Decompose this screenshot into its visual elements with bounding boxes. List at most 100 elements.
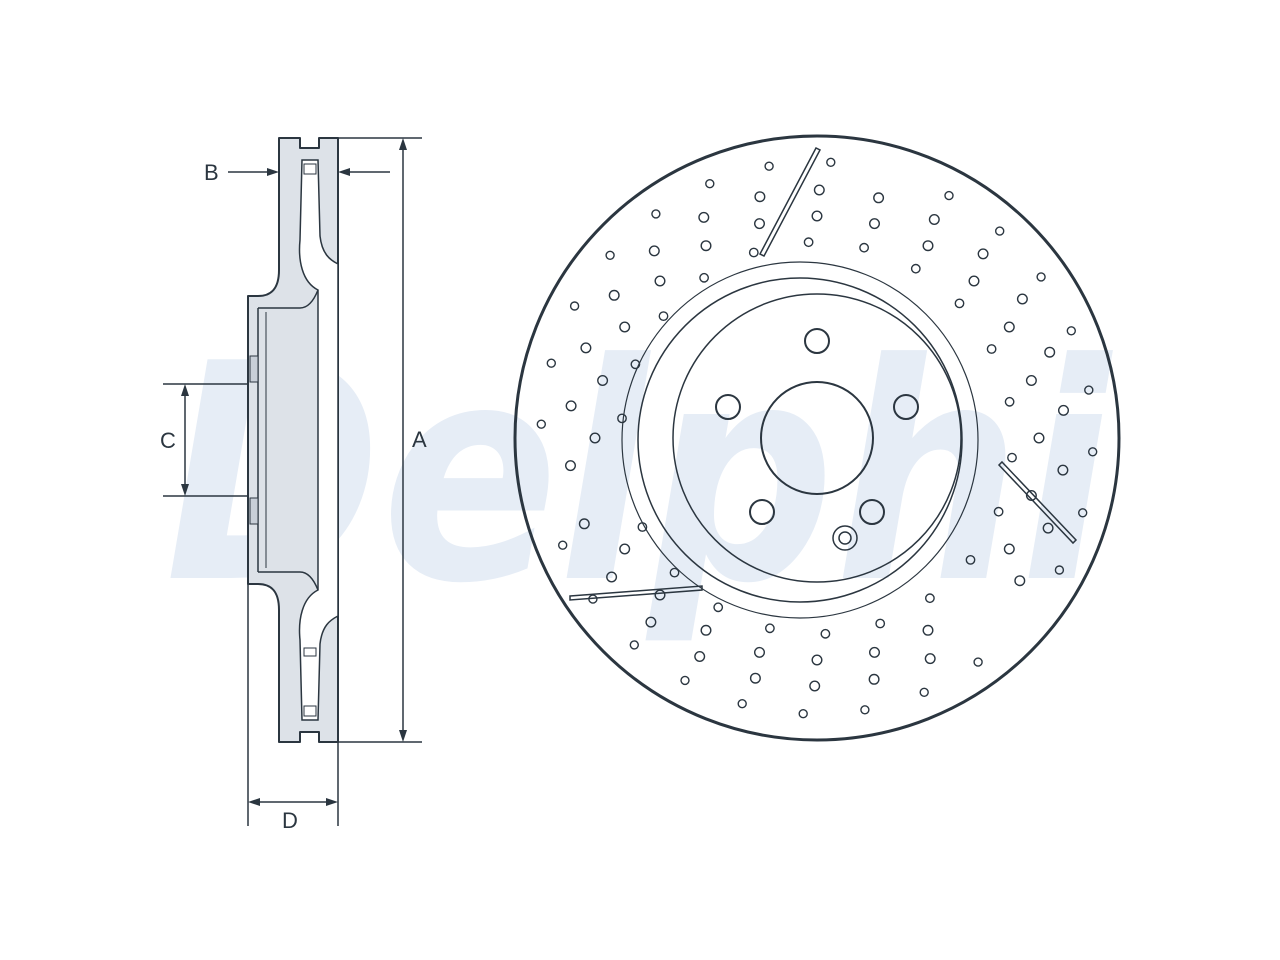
hat-inner-face xyxy=(258,289,319,591)
drilled-hole xyxy=(605,250,615,261)
dimension-lines xyxy=(163,137,422,826)
drilled-hole xyxy=(669,567,680,578)
drilled-hole xyxy=(826,157,836,168)
drilled-hole xyxy=(754,646,766,658)
drilled-hole xyxy=(928,213,940,225)
drilled-hole xyxy=(608,289,620,301)
center-bore xyxy=(760,381,874,495)
drilled-hole xyxy=(629,640,639,650)
drilled-hole xyxy=(1007,452,1017,463)
drilled-hole xyxy=(536,419,546,429)
dimension-label-c: C xyxy=(160,428,176,453)
friction-ring-inner-edge xyxy=(621,261,979,619)
drilled-hole xyxy=(1036,272,1046,282)
disc-outer-edge xyxy=(513,134,1121,742)
drilled-hole xyxy=(558,540,568,550)
drilled-hole xyxy=(700,240,712,252)
drilled-hole xyxy=(1044,346,1056,358)
drilled-hole xyxy=(589,432,601,444)
drilled-hole xyxy=(1025,375,1037,387)
drilled-hole xyxy=(754,218,766,230)
drilled-hole xyxy=(645,616,657,628)
drilled-hole xyxy=(699,272,709,283)
hat-face xyxy=(672,293,962,583)
drilled-hole xyxy=(1033,432,1045,444)
drilled-hole xyxy=(1042,522,1054,534)
hat-outer-edge xyxy=(637,277,963,603)
drilled-hole xyxy=(619,543,631,555)
drilled-hole xyxy=(1087,447,1098,457)
drilled-hole xyxy=(630,359,641,370)
drilled-hole xyxy=(977,248,989,260)
drilled-hole xyxy=(1004,396,1015,407)
drilled-hole xyxy=(910,263,921,274)
drilled-hole xyxy=(1025,490,1037,502)
drilled-hole xyxy=(924,653,936,665)
drilled-hole xyxy=(986,344,997,354)
drilled-hole xyxy=(619,321,631,333)
drilled-hole xyxy=(578,518,590,530)
drilled-hole xyxy=(811,210,823,222)
drilled-hole xyxy=(811,654,823,666)
drilled-hole xyxy=(798,709,808,719)
drilled-hole xyxy=(654,275,666,287)
drilled-hole xyxy=(749,672,761,684)
drilled-hole xyxy=(748,247,759,258)
disc-slots xyxy=(569,147,1078,601)
drilled-hole xyxy=(569,301,580,311)
drilled-hole xyxy=(1016,293,1028,305)
bolt-hole xyxy=(893,394,919,420)
drilled-hole xyxy=(965,555,976,565)
bolt-hole xyxy=(804,328,830,354)
drilled-hole xyxy=(860,705,870,715)
drilled-hole xyxy=(754,191,766,203)
drilled-hole xyxy=(968,275,980,287)
drilled-hole xyxy=(922,624,934,636)
disc-side-view xyxy=(247,137,339,743)
drilled-hole xyxy=(954,298,965,309)
drilled-hole xyxy=(859,242,869,253)
drilled-hole xyxy=(922,240,934,252)
drilled-hole xyxy=(925,593,935,604)
drilled-hole xyxy=(1003,543,1015,555)
drilled-hole xyxy=(546,358,556,368)
drilled-hole xyxy=(765,623,775,634)
drilled-hole xyxy=(705,178,715,189)
bolt-hole xyxy=(749,499,775,525)
drilled-hole xyxy=(737,699,747,709)
drilled-hole xyxy=(658,311,669,321)
dimension-label-a: A xyxy=(412,427,427,452)
drilled-hole xyxy=(713,602,724,613)
drilled-hole xyxy=(869,646,881,658)
drilled-hole xyxy=(580,342,592,354)
drilled-hole xyxy=(1057,464,1069,476)
drilled-hole xyxy=(993,506,1004,517)
vent-channel xyxy=(298,159,339,721)
drilled-hole xyxy=(1066,326,1077,336)
drilled-hole xyxy=(565,400,577,412)
drilled-hole xyxy=(764,161,774,171)
drilled-hole xyxy=(606,571,618,583)
drilled-hole xyxy=(680,675,690,686)
dimension-label-b: B xyxy=(204,160,219,185)
drilled-hole xyxy=(1057,404,1069,416)
dimension-label-d: D xyxy=(282,808,298,833)
drilled-hole xyxy=(700,624,712,636)
drilled-hole xyxy=(944,190,954,201)
drilled-hole xyxy=(875,618,886,629)
drilled-hole xyxy=(995,226,1005,236)
drilled-hole xyxy=(820,628,831,639)
drilled-hole xyxy=(973,657,983,667)
drilled-hole xyxy=(637,522,648,532)
drilled-hole xyxy=(868,673,880,685)
drilled-hole xyxy=(1077,508,1088,518)
bolt-hole xyxy=(715,394,741,420)
drilled-hole xyxy=(1054,565,1065,575)
locating-screw-hole xyxy=(832,525,858,551)
drilled-hole xyxy=(651,209,661,219)
drilled-hole xyxy=(919,687,929,697)
drilled-hole xyxy=(694,651,706,663)
drilled-hole xyxy=(869,218,881,230)
drilled-hole xyxy=(565,460,577,472)
